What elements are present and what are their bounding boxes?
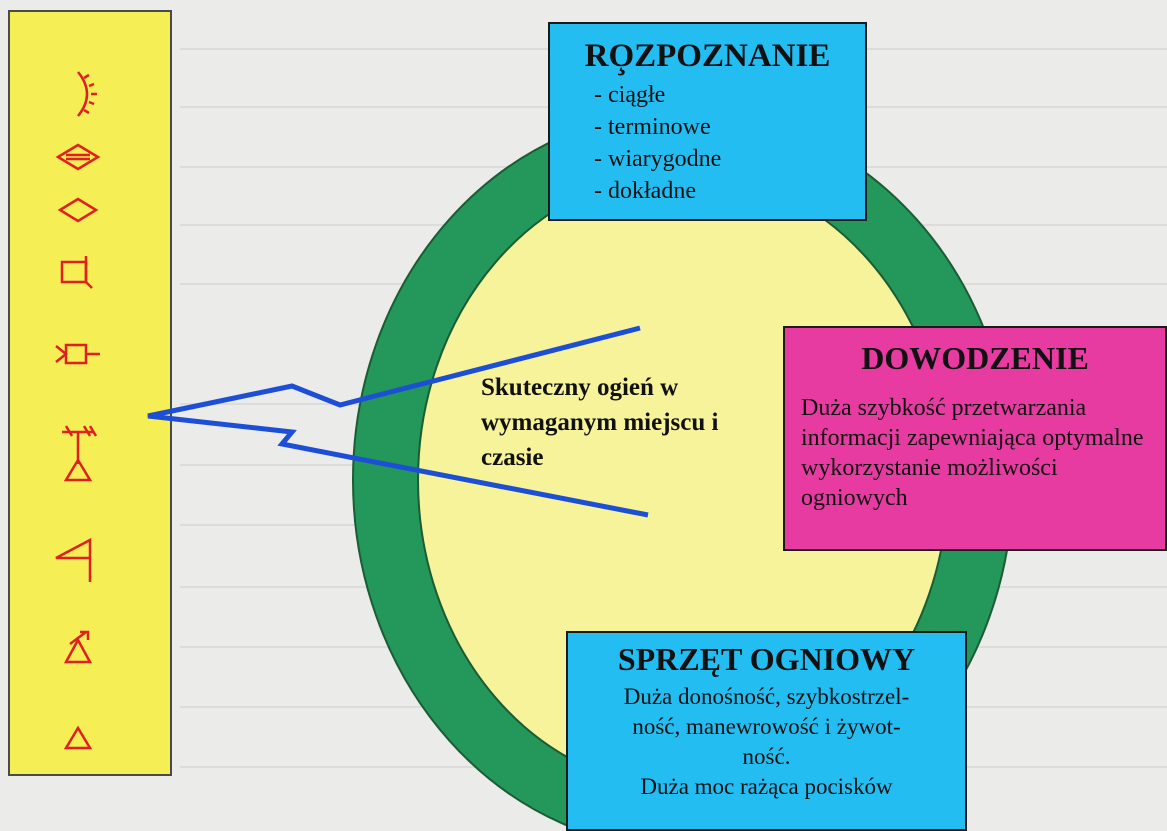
diamond-hatched-icon — [55, 143, 101, 171]
dish-triangle-icon — [63, 630, 93, 664]
antenna-triangle-icon — [62, 425, 98, 482]
equipment-line: ność, manewrowość i żywot- — [632, 714, 901, 739]
center-text: Skuteczny ogień w wymaganym miejscu i cz… — [481, 374, 719, 471]
arc-hash-icon — [77, 71, 97, 117]
list-item: - ciągłe — [594, 82, 666, 108]
square-flag-icon — [60, 256, 93, 289]
command-text: Duża szybkość przetwarzania informacji z… — [801, 395, 1144, 511]
list-item: - terminowe — [594, 114, 711, 140]
triangle-icon — [63, 725, 93, 750]
symbol-legend — [8, 10, 172, 776]
equipment-title: SPRZĘT OGNIOWY — [617, 641, 916, 677]
square-antenna-icon — [55, 343, 100, 365]
reconnaissance-box: RO̧ZPOZNANIE - ciągłe - terminowe - wiar… — [548, 22, 867, 221]
reconnaissance-title: RO̧ZPOZNANIE — [584, 38, 831, 74]
diamond-icon — [57, 197, 99, 223]
command-box: DOWODZENIE Duża szybkość przetwarzania i… — [783, 326, 1167, 551]
pennant-icon — [55, 537, 92, 582]
equipment-line: Duża moc rażąca pocisków — [640, 774, 893, 799]
equipment-text: Duża donośność, szybkostrzel- ność, mane… — [574, 682, 959, 802]
equipment-line: ność. — [742, 744, 791, 769]
reconnaissance-list: - ciągłe - terminowe - wiarygodne - dokł… — [594, 79, 865, 207]
command-title: DOWODZENIE — [861, 340, 1089, 376]
equipment-line: Duża donośność, szybkostrzel- — [623, 684, 910, 709]
list-item: - wiarygodne — [594, 146, 722, 172]
equipment-box: SPRZĘT OGNIOWY Duża donośność, szybkostr… — [566, 631, 967, 831]
list-item: - dokładne — [594, 178, 696, 204]
